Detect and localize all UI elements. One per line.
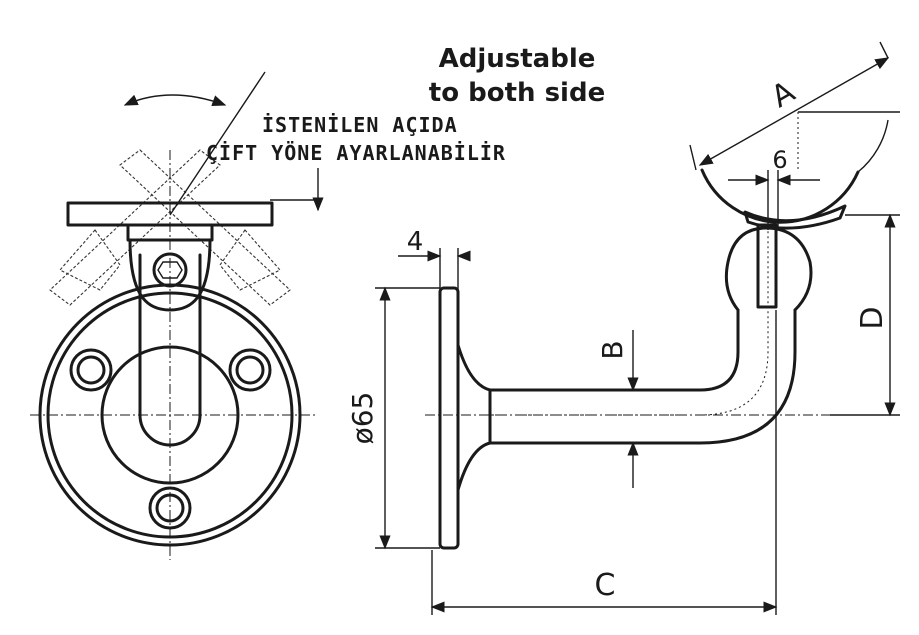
- dim-d-label: D: [855, 306, 890, 329]
- tube-axis: [490, 230, 769, 416]
- screw-hole-right: [228, 348, 272, 392]
- handrail-section-upper: [857, 119, 889, 173]
- dimension-d: D: [830, 213, 900, 417]
- dim-b-label: B: [596, 340, 629, 359]
- screw-hole-bottom: [148, 486, 192, 530]
- tube-top-edge: [488, 308, 740, 392]
- front-view: [30, 71, 324, 560]
- dim-c-label: C: [595, 568, 616, 603]
- base-plate-inner: [46, 291, 294, 539]
- handrail-section: [700, 168, 860, 224]
- dim-four-label: 4: [407, 227, 424, 257]
- note-line-1: İSTENİLEN AÇIDA: [262, 113, 458, 137]
- dimension-a: A: [689, 41, 890, 171]
- dimension-diameter: ø65: [346, 286, 440, 550]
- dimension-b: B: [596, 330, 639, 488]
- tube-knuckle: [724, 226, 813, 312]
- screw-hole-left: [69, 348, 113, 392]
- rail-saddle: [743, 204, 847, 230]
- note-line-2: ÇİFT YÖNE AYARLANABİLİR: [206, 141, 506, 165]
- bracket-arm: [138, 253, 202, 447]
- dimension-c: C: [430, 310, 778, 615]
- dim-six-label: 6: [772, 146, 787, 174]
- dimension-four: 4: [398, 227, 471, 290]
- saddle-neck: [126, 223, 214, 242]
- tube-bottom-edge: [488, 308, 797, 445]
- title-line-2: to both side: [429, 78, 605, 108]
- rotated-arm-ghost: [49, 149, 291, 306]
- wall-plate: [438, 286, 460, 550]
- base-plate-hub: [100, 345, 240, 485]
- saddle-plate: [66, 201, 274, 227]
- arm-knuckle: [128, 238, 212, 312]
- dim-a-label: A: [766, 74, 802, 115]
- hex-screw: [152, 252, 188, 288]
- flange: [456, 343, 492, 492]
- title-line-1: Adjustable: [439, 44, 596, 74]
- dimension-six: 6: [728, 146, 820, 230]
- side-view: [425, 111, 900, 550]
- rotation-arrow: [123, 94, 227, 106]
- dim-diameter-label: ø65: [346, 392, 379, 445]
- rotation-guide-line: [169, 71, 266, 216]
- hex-socket-icon: [157, 261, 183, 279]
- pivot-post: [756, 223, 778, 309]
